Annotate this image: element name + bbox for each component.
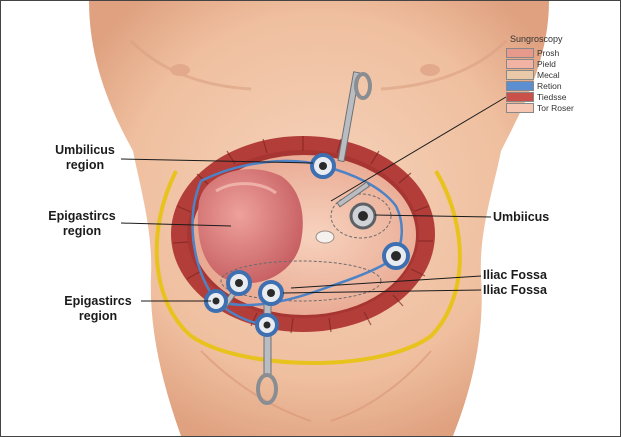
label-umbilicus: Umbiicus	[493, 210, 549, 225]
port-iliac-fossa	[260, 282, 282, 304]
legend-label: Pield	[537, 59, 556, 69]
label-epigastric-lower-line1: Epigastircs	[55, 294, 141, 309]
legend-item: Mecal	[506, 69, 618, 80]
legend-item: Retion	[506, 80, 618, 91]
label-iliac-fossa-1: Iliac Fossa	[483, 268, 547, 283]
label-epigastric-region-lower: Epigastircs region	[55, 294, 141, 324]
legend-swatch	[506, 81, 534, 91]
legend-item: Prosh	[506, 47, 618, 58]
legend-label: Mecal	[537, 70, 560, 80]
label-umbilicus-region: Umbilicus region	[47, 143, 123, 173]
label-epigastric-upper-line1: Epigastircs	[39, 209, 125, 224]
legend-item: Pield	[506, 58, 618, 69]
legend-swatch	[506, 48, 534, 58]
port-umbilicus-region	[312, 155, 334, 177]
label-umbilicus-region-line1: Umbilicus	[47, 143, 123, 158]
umbilicus-mark	[316, 231, 334, 243]
legend-label: Tiedsse	[537, 92, 566, 102]
legend-swatch	[506, 92, 534, 102]
legend-swatch	[506, 103, 534, 113]
label-epigastric-upper-line2: region	[39, 224, 125, 239]
legend-label: Prosh	[537, 48, 559, 58]
stomach-organ	[198, 169, 303, 283]
label-epigastric-region-upper: Epigastircs region	[39, 209, 125, 239]
right-nipple	[420, 64, 440, 76]
legend-title: Sungroscopy	[510, 34, 618, 45]
legend-item: Tor Roser	[506, 102, 618, 113]
port-right-lower	[384, 244, 408, 268]
port-umbilicus	[351, 204, 375, 228]
legend-label: Tor Roser	[537, 103, 574, 113]
label-umbilicus-region-line2: region	[47, 158, 123, 173]
label-epigastric-lower-line2: region	[55, 309, 141, 324]
port-bottom	[257, 315, 277, 335]
left-nipple	[170, 64, 190, 76]
legend-item: Tiedsse	[506, 91, 618, 102]
port-epigastric-lower	[228, 272, 250, 294]
legend-label: Retion	[537, 81, 562, 91]
legend-swatch	[506, 70, 534, 80]
label-iliac-fossa-2: Iliac Fossa	[483, 283, 547, 298]
legend-swatch	[506, 59, 534, 69]
